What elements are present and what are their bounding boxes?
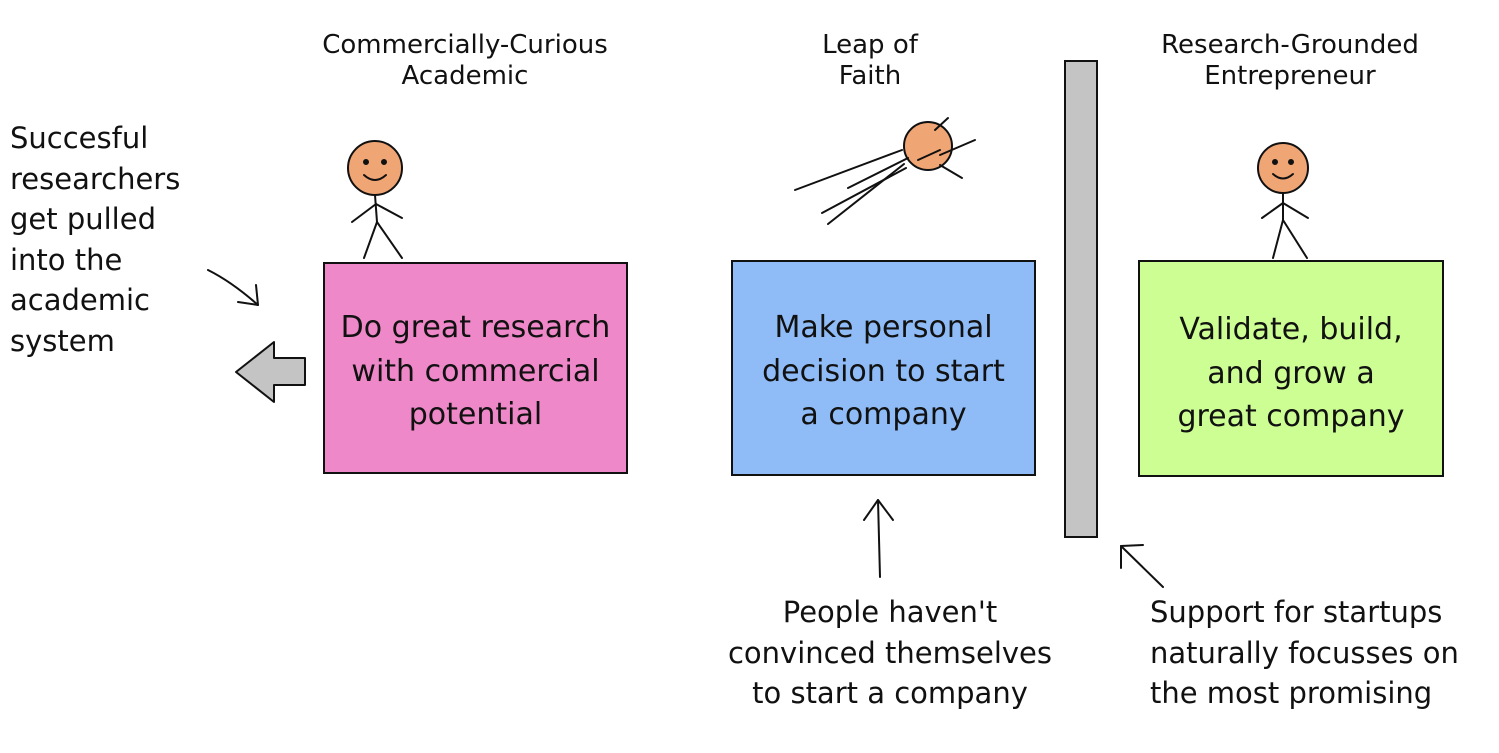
bottom-right-note-line2: naturally focusses on bbox=[1150, 635, 1459, 670]
left-note-line2: researchers bbox=[10, 161, 181, 196]
block-arrow-icon bbox=[235, 341, 306, 403]
academic-box-line3: potential bbox=[408, 397, 543, 432]
leap-box-line1: Make personal bbox=[774, 310, 993, 345]
leap-box-line3: a company bbox=[800, 397, 967, 432]
academic-title-line2: Academic bbox=[401, 61, 529, 92]
left-note-line6: system bbox=[10, 323, 115, 358]
left-note-line3: get pulled bbox=[10, 202, 156, 237]
flying-figure-icon bbox=[794, 117, 976, 225]
arrow-icon bbox=[207, 269, 259, 306]
academic-box-line1: Do great research bbox=[340, 310, 611, 345]
entrepreneur-box-line1: Validate, build, bbox=[1179, 312, 1403, 347]
leap-title-line1: Leap of bbox=[822, 30, 918, 60]
leap-title: Leap of Faith bbox=[780, 30, 960, 92]
left-note-line5: academic bbox=[10, 283, 150, 318]
stick-figure-icon bbox=[1257, 142, 1309, 259]
bottom-right-note-line1: Support for startups bbox=[1150, 595, 1443, 629]
entrepreneur-title-line2: Entrepreneur bbox=[1204, 61, 1376, 92]
entrepreneur-box-line2: and grow a bbox=[1207, 355, 1375, 391]
bottom-right-note: Support for startups naturally focusses … bbox=[1150, 592, 1490, 714]
bottom-center-note: People haven't convinced themselves to s… bbox=[720, 592, 1060, 714]
entrepreneur-title: Research-Grounded Entrepreneur bbox=[1140, 30, 1440, 92]
academic-title-line1: Commercially-Curious bbox=[322, 30, 608, 60]
bottom-center-note-line3: to start a company bbox=[752, 676, 1028, 711]
leap-box-text: Make personal decision to start a compan… bbox=[733, 306, 1034, 437]
left-note-line1: Succesful bbox=[10, 121, 149, 155]
entrepreneur-box-line3: great company bbox=[1177, 399, 1405, 434]
left-note-line4: into the bbox=[10, 242, 123, 277]
wall-icon bbox=[1064, 60, 1098, 538]
academic-box-text: Do great research with commercial potent… bbox=[325, 306, 626, 437]
left-note: Succesful researchers get pulled into th… bbox=[10, 118, 210, 362]
bottom-right-note-line3: the most promising bbox=[1150, 676, 1433, 711]
arrow-icon bbox=[863, 499, 894, 578]
bottom-center-note-line1: People haven't bbox=[782, 595, 998, 629]
bottom-center-note-line2: convinced themselves bbox=[727, 635, 1053, 670]
academic-box-line2: with commercial bbox=[351, 353, 600, 389]
arrow-icon bbox=[1120, 544, 1164, 588]
academic-title: Commercially-Curious Academic bbox=[300, 30, 630, 92]
leap-box-line2: decision to start bbox=[762, 353, 1005, 389]
entrepreneur-title-line1: Research-Grounded bbox=[1161, 30, 1419, 60]
academic-box: Do great research with commercial potent… bbox=[323, 262, 628, 474]
entrepreneur-box-text: Validate, build, and grow a great compan… bbox=[1140, 308, 1442, 439]
leap-title-line2: Faith bbox=[838, 61, 902, 92]
stick-figure-icon bbox=[347, 140, 403, 259]
entrepreneur-box: Validate, build, and grow a great compan… bbox=[1138, 260, 1444, 477]
leap-box: Make personal decision to start a compan… bbox=[731, 260, 1036, 476]
